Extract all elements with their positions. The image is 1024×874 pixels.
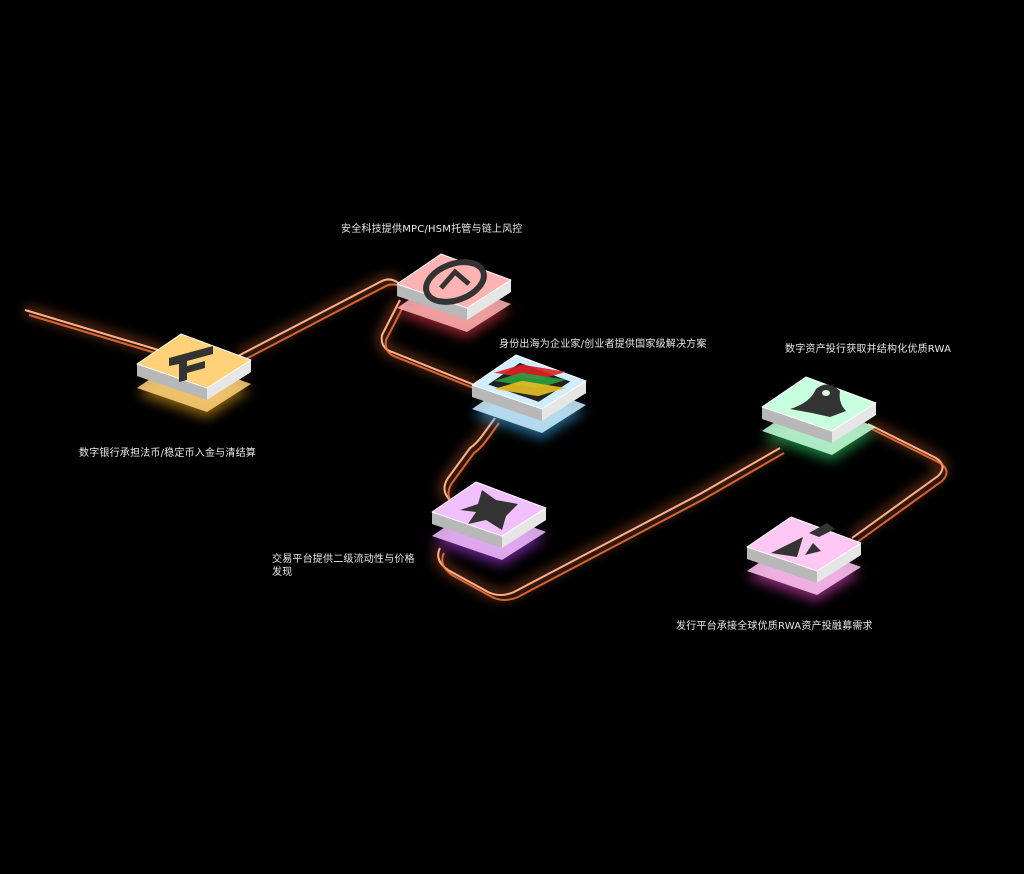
connector-line-shadow bbox=[241, 283, 405, 362]
node-exchange[interactable] bbox=[431, 481, 547, 566]
node-side-light bbox=[467, 280, 511, 320]
label-exchange-line2: 发现 bbox=[272, 567, 293, 578]
connector-line bbox=[380, 299, 493, 393]
star-burst-icon bbox=[460, 490, 518, 530]
connector-line-shadow bbox=[855, 428, 948, 544]
node-digital-bank[interactable] bbox=[136, 333, 252, 418]
node-side-light bbox=[502, 508, 546, 548]
currency-icon bbox=[169, 346, 213, 382]
rocket-icon bbox=[790, 384, 846, 417]
node-side-light bbox=[542, 381, 586, 421]
connector-line-shadow bbox=[447, 422, 500, 506]
node-issuance[interactable] bbox=[746, 516, 862, 601]
node-side-light bbox=[832, 403, 876, 443]
flag-icon bbox=[488, 362, 571, 402]
label-exchange-line1: 交易平台提供二级流动性与价格 bbox=[272, 554, 415, 565]
connector-line bbox=[443, 417, 496, 501]
connector-line bbox=[24, 309, 166, 353]
connector-line bbox=[237, 278, 401, 357]
mountain-flag-icon bbox=[771, 523, 835, 557]
node-investment-bank[interactable] bbox=[761, 376, 877, 461]
label-identity: 身份出海为企业家/创业者提供国家级解决方案 bbox=[499, 339, 707, 350]
node-security-tech[interactable] bbox=[396, 253, 512, 338]
node-side-light bbox=[817, 543, 861, 583]
connector-line-shadow bbox=[384, 304, 497, 398]
shield-icon bbox=[423, 259, 487, 305]
label-digital-bank: 数字银行承担法币/稳定币入金与清结算 bbox=[79, 448, 256, 459]
connector-line-shadow bbox=[441, 452, 785, 601]
node-identity[interactable] bbox=[471, 354, 587, 439]
label-issuance: 发行平台承接全球优质RWA资产投融募需求 bbox=[676, 621, 873, 632]
label-investment-bank: 数字资产投行获取并结构化优质RWA bbox=[785, 344, 952, 355]
connector-line bbox=[437, 447, 781, 596]
label-security-tech: 安全科技提供MPC/HSM托管与链上风控 bbox=[341, 224, 523, 235]
connector-line-shadow bbox=[28, 314, 170, 358]
node-top bbox=[746, 516, 862, 572]
connector-lines bbox=[23, 275, 948, 601]
connector-line bbox=[851, 423, 944, 539]
node-side-light bbox=[207, 360, 251, 400]
